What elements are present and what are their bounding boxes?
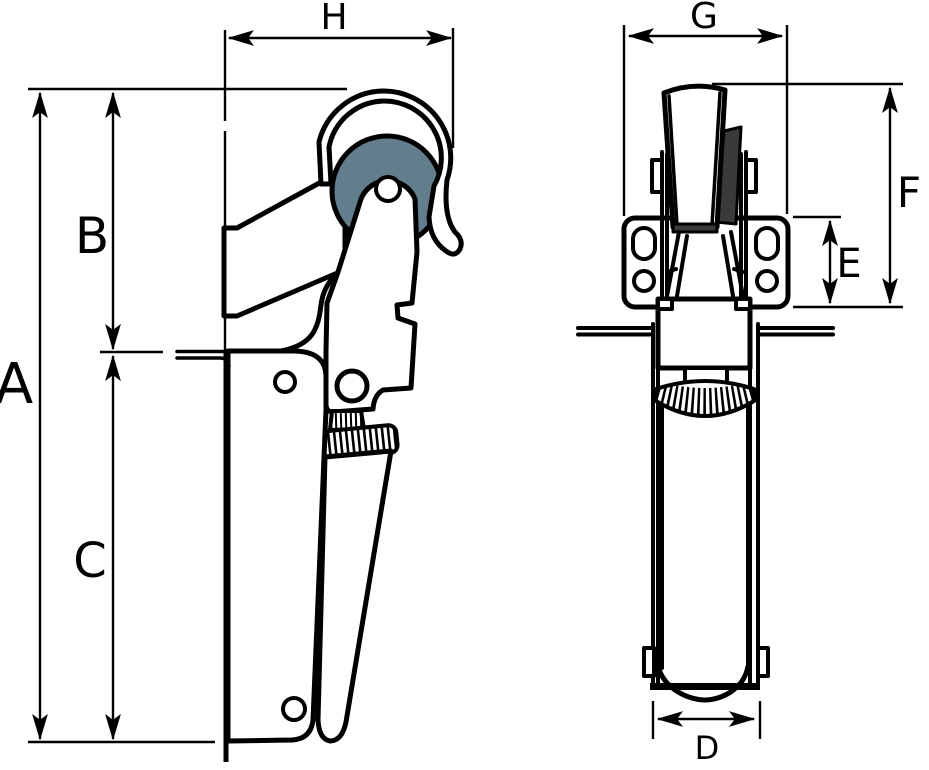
upper-tab-right <box>744 158 758 194</box>
damper-tube <box>315 448 394 744</box>
upper-tab-left <box>650 158 664 194</box>
roller-bracket <box>221 172 348 319</box>
spindle-block <box>655 296 753 371</box>
plate-screw-hole-top <box>273 370 297 394</box>
dimension-d: D <box>656 711 756 767</box>
dimension-f: F <box>882 86 921 305</box>
side-view <box>175 30 464 762</box>
extension-lines-left-view <box>28 28 455 744</box>
mounting-hole-right <box>755 269 779 293</box>
dimension-a: A <box>0 91 48 741</box>
dimension-e-label: E <box>836 241 861 287</box>
upper-rails <box>660 150 748 301</box>
cylinder-sides <box>660 393 750 670</box>
dimension-g: G <box>627 0 784 44</box>
plate-screw-hole-bottom <box>281 696 307 722</box>
arm-pivot <box>334 368 370 404</box>
dimension-b-label: B <box>75 207 109 265</box>
spindle-block-tab-right <box>734 297 752 311</box>
dimension-d-label: D <box>695 729 720 767</box>
channel-tab-left <box>642 646 656 678</box>
channel-bottom-bar <box>650 683 760 690</box>
channel-rails <box>651 322 760 690</box>
dimension-c-label: C <box>73 533 107 589</box>
adjuster-knob-knurling <box>321 424 399 458</box>
adjuster-stem-threads <box>330 411 364 429</box>
knurled-ring-knurling <box>656 381 754 416</box>
wedge-plunger-base <box>671 222 719 234</box>
dimension-g-label: G <box>690 0 718 37</box>
dimension-f-label: F <box>897 168 921 217</box>
mounting-hole-left <box>632 269 656 293</box>
dimension-h: H <box>227 0 453 46</box>
wedge-plunger-face-lines <box>667 91 722 227</box>
mounting-slot-right <box>754 226 780 261</box>
front-view <box>576 83 835 703</box>
dimension-e: E <box>822 219 862 305</box>
spindle-block-tab-left <box>656 297 674 311</box>
roller-pin-hole <box>374 175 402 203</box>
frame-wall-lines <box>576 326 835 337</box>
body-neck-curve <box>280 272 338 354</box>
extension-lines-right-view <box>622 25 903 739</box>
wedge-plunger <box>661 83 728 230</box>
channel-tab-right <box>756 646 770 678</box>
body-plate <box>225 348 329 744</box>
dimension-a-label: A <box>0 352 33 417</box>
dimension-c: C <box>73 354 121 741</box>
dimension-b: B <box>75 91 121 351</box>
plate-lip <box>175 349 231 368</box>
mounting-slot-left <box>631 226 657 261</box>
catch-hook <box>316 88 464 257</box>
dimension-h-label: H <box>320 0 347 38</box>
spring-legs <box>665 230 745 298</box>
